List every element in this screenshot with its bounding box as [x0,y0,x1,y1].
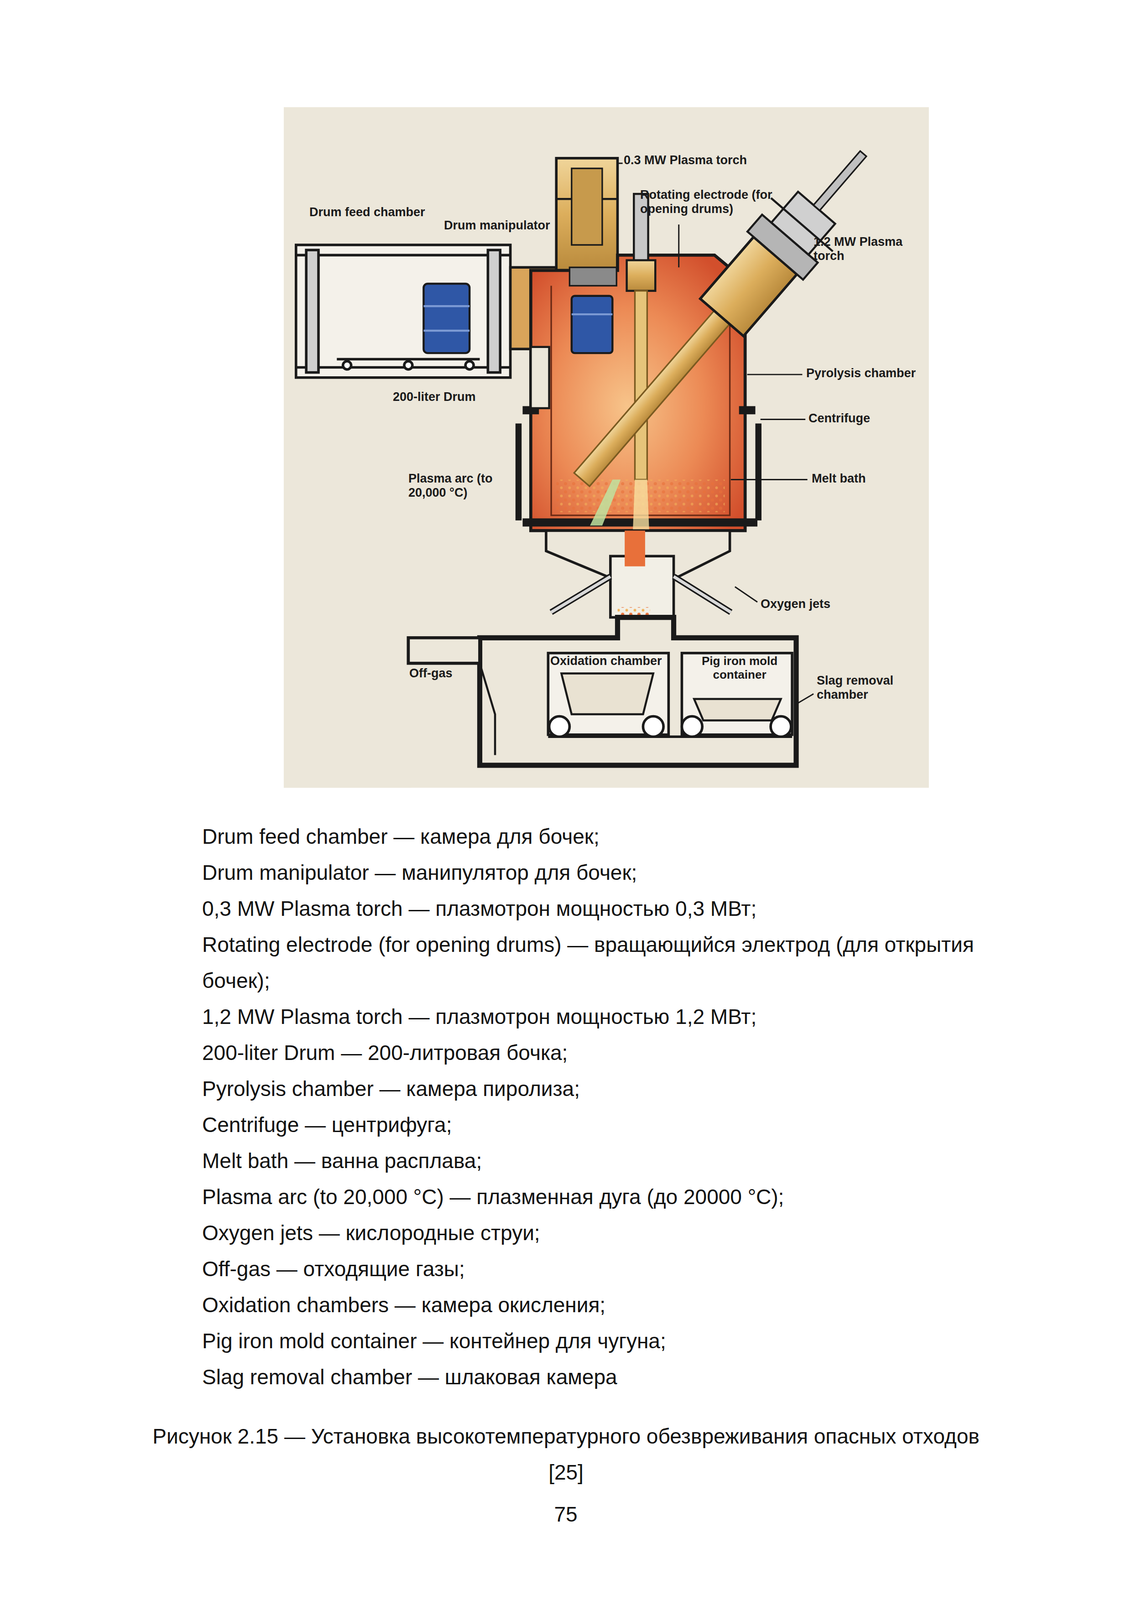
legend-line: Oxidation chambers — камера окисления; [202,1287,987,1324]
callout-label: Off-gas [409,666,453,681]
callout-label: Rotating electrode (for opening drums) [640,187,791,217]
figure-caption: Рисунок 2.15 — Установка высокотемперату… [136,1418,996,1492]
callout-label: Plasma arc (to 20,000 °C) [408,471,523,501]
page-number: 75 [520,1501,612,1529]
callout-label: 0.3 MW Plasma torch [623,153,747,168]
legend-line: Oxygen jets — кислородные струи; [202,1215,987,1252]
callout-label: Oxygen jets [760,597,831,612]
legend-line: Off-gas — отходящие газы; [202,1251,987,1288]
callout-label: Drum feed chamber [309,205,426,220]
callout-label: Pyrolysis chamber [806,366,916,381]
callout-label: Drum manipulator [443,218,551,233]
legend-line: Slag removal chamber — шлаковая камера [202,1359,987,1396]
callout-label: 1.2 MW Plasma torch [813,234,908,264]
callout-label: Slag removal chamber [816,673,931,703]
legend-line: Centrifuge — центрифуга; [202,1107,987,1144]
legend-line: Drum feed chamber — камера для бочек; [202,819,987,856]
legend-line: 200-liter Drum — 200-литровая бочка; [202,1035,987,1072]
callout-label: Melt bath [811,471,866,486]
legend-line: Pyrolysis chamber — камера пиролиза; [202,1071,987,1108]
callout-label: Oxidation chamber [550,654,663,669]
legend-line: Plasma arc (to 20,000 °C) — плазменная д… [202,1179,987,1216]
legend-line: Drum manipulator — манипулятор для бочек… [202,855,987,892]
legend-line: 0,3 MW Plasma torch — плазмотрон мощност… [202,891,987,928]
legend-line: Pig iron mold container — контейнер для … [202,1323,987,1360]
legend-line: 1,2 MW Plasma torch — плазмотрон мощност… [202,999,987,1036]
callout-label: 200-liter Drum [392,390,476,405]
legend-line: Rotating electrode (for opening drums) —… [202,927,987,1000]
legend-line: Melt bath — ванна расплава; [202,1143,987,1180]
callout-label: Pig iron mold container [693,654,786,682]
callout-label: Centrifuge [808,411,871,426]
